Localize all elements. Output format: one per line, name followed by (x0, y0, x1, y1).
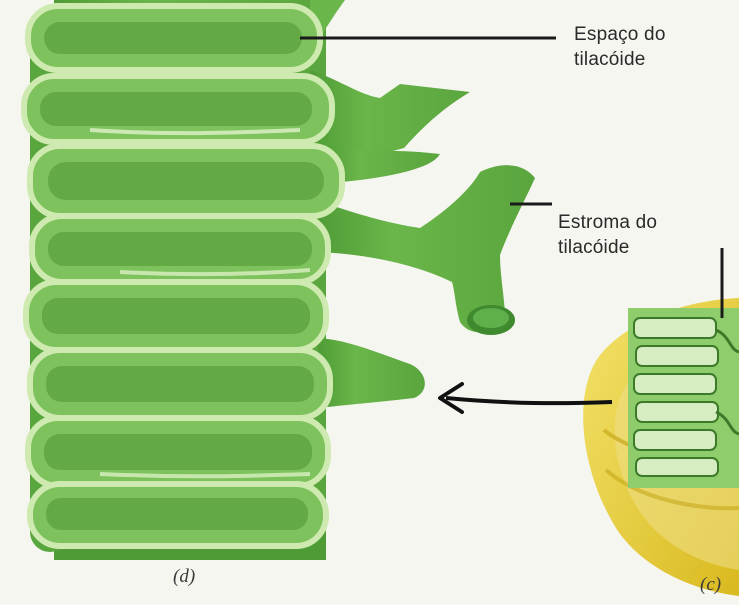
panel-c-label: (c) (700, 574, 721, 596)
thylakoid-space-label: Espaço do tilacóide (574, 22, 666, 72)
thylakoid-stroma-label-line1: Estroma do (558, 210, 657, 235)
thylakoid-space-label-line2: tilacóide (574, 47, 666, 72)
thylakoid-stroma-label-line2: tilacóide (558, 235, 657, 260)
granum-stack (24, 0, 535, 560)
panel-d-label: (d) (173, 566, 195, 588)
thylakoid-stroma-label: Estroma do tilacóide (558, 210, 657, 260)
small-granum-stack (628, 308, 739, 488)
thylakoid-space-label-line1: Espaço do (574, 22, 666, 47)
